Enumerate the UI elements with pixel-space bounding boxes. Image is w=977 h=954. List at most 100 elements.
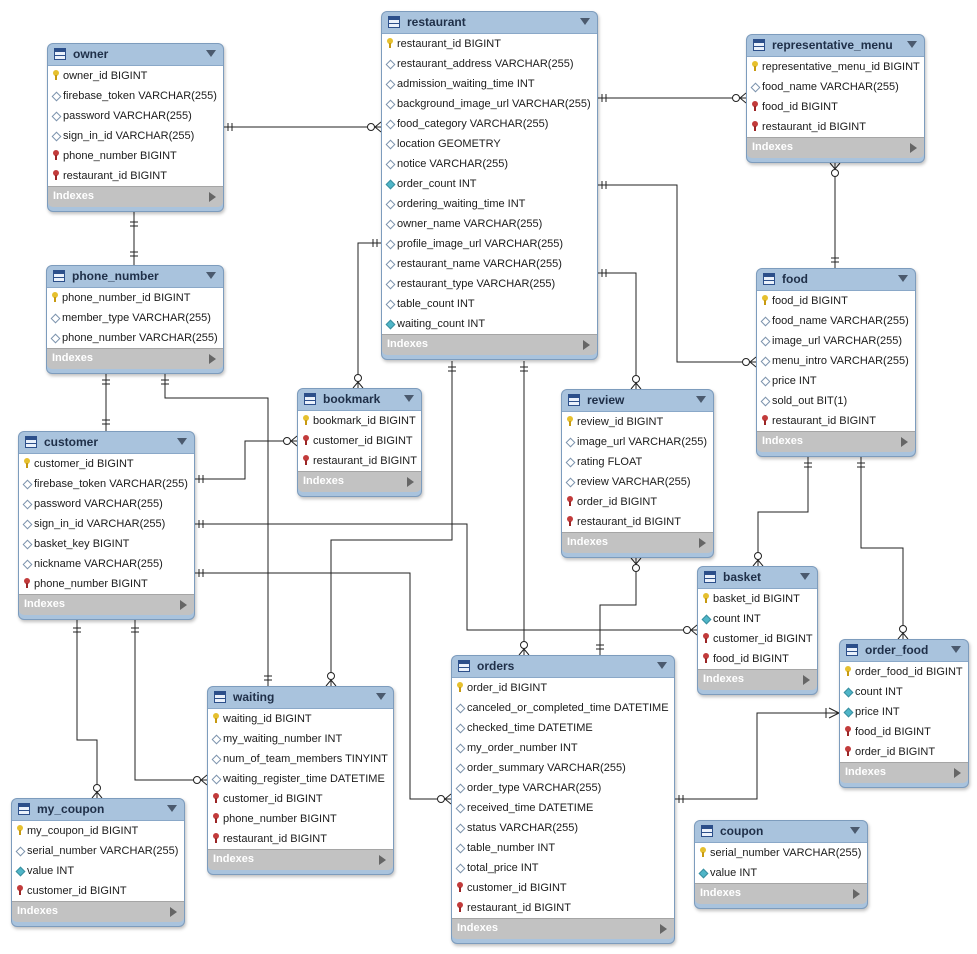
column-row[interactable]: status VARCHAR(255)	[452, 818, 674, 838]
column-row[interactable]: count INT	[840, 682, 968, 702]
column-row[interactable]: profile_image_url VARCHAR(255)	[382, 234, 597, 254]
table-header[interactable]: order_food	[840, 640, 968, 661]
expand-arrow-icon[interactable]	[180, 600, 187, 610]
column-row[interactable]: food_id BIGINT	[840, 722, 968, 742]
column-row[interactable]: sign_in_id VARCHAR(255)	[19, 514, 194, 534]
column-row[interactable]: menu_intro VARCHAR(255)	[757, 351, 915, 371]
column-row[interactable]: order_count INT	[382, 174, 597, 194]
collapse-caret-icon[interactable]	[404, 395, 414, 402]
column-row[interactable]: canceled_or_completed_time DATETIME	[452, 698, 674, 718]
column-row[interactable]: bookmark_id BIGINT	[298, 411, 421, 431]
column-row[interactable]: phone_number BIGINT	[48, 146, 223, 166]
column-row[interactable]: restaurant_id BIGINT	[757, 411, 915, 431]
column-row[interactable]: firebase_token VARCHAR(255)	[19, 474, 194, 494]
collapse-caret-icon[interactable]	[951, 646, 961, 653]
column-row[interactable]: basket_id BIGINT	[698, 589, 817, 609]
expand-arrow-icon[interactable]	[660, 924, 667, 934]
column-row[interactable]: checked_time DATETIME	[452, 718, 674, 738]
table-header[interactable]: food	[757, 269, 915, 290]
column-row[interactable]: member_type VARCHAR(255)	[47, 308, 223, 328]
indexes-section[interactable]: Indexes	[208, 849, 393, 870]
collapse-caret-icon[interactable]	[206, 50, 216, 57]
column-row[interactable]: phone_number BIGINT	[208, 809, 393, 829]
indexes-section[interactable]: Indexes	[19, 594, 194, 615]
column-row[interactable]: restaurant_id BIGINT	[298, 451, 421, 471]
table-header[interactable]: basket	[698, 567, 817, 588]
column-row[interactable]: table_number INT	[452, 838, 674, 858]
indexes-section[interactable]: Indexes	[12, 901, 184, 922]
indexes-section[interactable]: Indexes	[48, 186, 223, 207]
column-row[interactable]: food_id BIGINT	[698, 649, 817, 669]
table-header[interactable]: phone_number	[47, 266, 223, 287]
column-row[interactable]: table_count INT	[382, 294, 597, 314]
column-row[interactable]: order_type VARCHAR(255)	[452, 778, 674, 798]
expand-arrow-icon[interactable]	[407, 477, 414, 487]
column-row[interactable]: serial_number VARCHAR(255)	[12, 841, 184, 861]
collapse-caret-icon[interactable]	[800, 573, 810, 580]
indexes-section[interactable]: Indexes	[757, 431, 915, 452]
collapse-caret-icon[interactable]	[580, 18, 590, 25]
collapse-caret-icon[interactable]	[907, 41, 917, 48]
column-row[interactable]: nickname VARCHAR(255)	[19, 554, 194, 574]
expand-arrow-icon[interactable]	[170, 907, 177, 917]
column-row[interactable]: received_time DATETIME	[452, 798, 674, 818]
column-row[interactable]: food_id BIGINT	[747, 97, 924, 117]
column-row[interactable]: waiting_id BIGINT	[208, 709, 393, 729]
column-row[interactable]: owner_id BIGINT	[48, 66, 223, 86]
column-row[interactable]: num_of_team_members TINYINT	[208, 749, 393, 769]
table-header[interactable]: waiting	[208, 687, 393, 708]
collapse-caret-icon[interactable]	[696, 396, 706, 403]
table-header[interactable]: review	[562, 390, 713, 411]
column-row[interactable]: restaurant_name VARCHAR(255)	[382, 254, 597, 274]
column-row[interactable]: restaurant_id BIGINT	[562, 512, 713, 532]
column-row[interactable]: review VARCHAR(255)	[562, 472, 713, 492]
column-row[interactable]: customer_id BIGINT	[452, 878, 674, 898]
column-row[interactable]: value INT	[695, 863, 867, 883]
column-row[interactable]: waiting_count INT	[382, 314, 597, 334]
table-header[interactable]: bookmark	[298, 389, 421, 410]
expand-arrow-icon[interactable]	[699, 538, 706, 548]
column-row[interactable]: order_summary VARCHAR(255)	[452, 758, 674, 778]
column-row[interactable]: customer_id BIGINT	[698, 629, 817, 649]
expand-arrow-icon[interactable]	[910, 143, 917, 153]
column-row[interactable]: owner_name VARCHAR(255)	[382, 214, 597, 234]
expand-arrow-icon[interactable]	[379, 855, 386, 865]
indexes-section[interactable]: Indexes	[747, 137, 924, 158]
column-row[interactable]: restaurant_type VARCHAR(255)	[382, 274, 597, 294]
collapse-caret-icon[interactable]	[376, 693, 386, 700]
column-row[interactable]: basket_key BIGINT	[19, 534, 194, 554]
column-row[interactable]: order_id BIGINT	[840, 742, 968, 762]
indexes-section[interactable]: Indexes	[562, 532, 713, 553]
column-row[interactable]: phone_number BIGINT	[19, 574, 194, 594]
column-row[interactable]: restaurant_id BIGINT	[747, 117, 924, 137]
indexes-section[interactable]: Indexes	[698, 669, 817, 690]
column-row[interactable]: image_url VARCHAR(255)	[757, 331, 915, 351]
table-header[interactable]: representative_menu	[747, 35, 924, 56]
column-row[interactable]: restaurant_id BIGINT	[48, 166, 223, 186]
column-row[interactable]: restaurant_address VARCHAR(255)	[382, 54, 597, 74]
column-row[interactable]: review_id BIGINT	[562, 412, 713, 432]
column-row[interactable]: order_id BIGINT	[562, 492, 713, 512]
column-row[interactable]: ordering_waiting_time INT	[382, 194, 597, 214]
column-row[interactable]: my_waiting_number INT	[208, 729, 393, 749]
expand-arrow-icon[interactable]	[954, 768, 961, 778]
expand-arrow-icon[interactable]	[583, 340, 590, 350]
expand-arrow-icon[interactable]	[209, 192, 216, 202]
column-row[interactable]: customer_id BIGINT	[208, 789, 393, 809]
column-row[interactable]: price INT	[757, 371, 915, 391]
column-row[interactable]: location GEOMETRY	[382, 134, 597, 154]
column-row[interactable]: restaurant_id BIGINT	[452, 898, 674, 918]
column-row[interactable]: admission_waiting_time INT	[382, 74, 597, 94]
column-row[interactable]: phone_number VARCHAR(255)	[47, 328, 223, 348]
column-row[interactable]: customer_id BIGINT	[19, 454, 194, 474]
column-row[interactable]: serial_number VARCHAR(255)	[695, 843, 867, 863]
